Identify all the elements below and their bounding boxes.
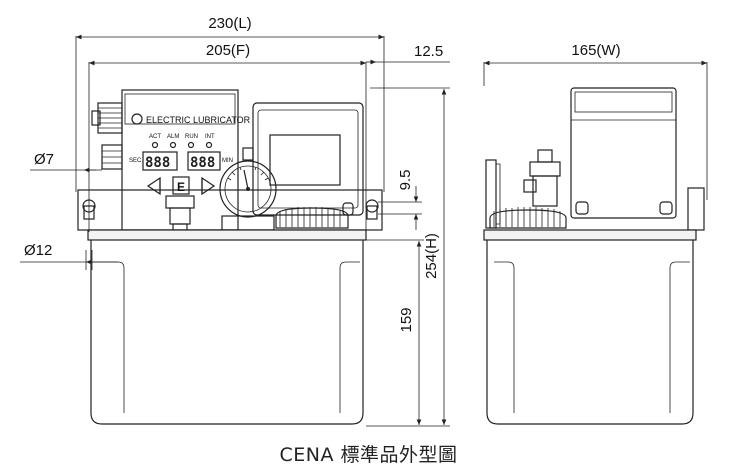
dim-spacing: 9.5 bbox=[397, 170, 414, 191]
brand-logo-icon bbox=[131, 113, 143, 125]
filler-cap bbox=[275, 202, 354, 229]
indicator-label-int: INT bbox=[205, 134, 215, 140]
unit-label-sec: SEC bbox=[129, 158, 142, 164]
drawing-caption: CENA 標準品外型圖 bbox=[279, 444, 458, 466]
front-view: ELECTRIC LUBRICATOR ACT ALM RUN INT SEC … bbox=[77, 89, 383, 425]
indicator-label-run: RUN bbox=[185, 134, 198, 140]
side-bracket bbox=[687, 187, 705, 231]
dim-tank-height: 159 bbox=[398, 307, 415, 332]
indicator-label-act: ACT bbox=[149, 134, 161, 140]
side-tank-lid bbox=[483, 229, 697, 241]
right-arrow-key-icon bbox=[201, 176, 216, 196]
indicator-led-alm bbox=[169, 141, 177, 149]
dim-hole-small: Ø7 bbox=[34, 151, 54, 168]
svg-text:E: E bbox=[177, 180, 185, 194]
dim-hole-large: Ø12 bbox=[24, 242, 52, 259]
indicator-led-act bbox=[151, 141, 159, 149]
display-sec bbox=[142, 151, 178, 171]
display-min bbox=[187, 151, 221, 171]
side-motor-housing bbox=[570, 87, 677, 219]
display-min-digits: 888 bbox=[190, 155, 215, 171]
dim-height: 254(H) bbox=[423, 233, 440, 279]
dim-width: 165(W) bbox=[571, 42, 620, 59]
dimension-lines: 230(L) 205(F) 12.5 165(W) Ø7 Ø12 9.5 bbox=[20, 15, 708, 427]
unit-label-min: MIN bbox=[222, 158, 233, 164]
panel-brand: ELECTRIC LUBRICATOR bbox=[146, 115, 251, 125]
cable-gland-top bbox=[91, 102, 123, 134]
motor-window bbox=[269, 134, 341, 186]
pressure-gauge-icon bbox=[219, 147, 277, 231]
indicator-label-alm: ALM bbox=[167, 134, 179, 140]
enter-key-icon: E bbox=[172, 176, 190, 195]
indicator-led-int bbox=[205, 141, 213, 149]
outlet-fitting bbox=[165, 195, 195, 233]
side-fitting bbox=[523, 149, 561, 207]
reservoir-tank bbox=[90, 240, 364, 425]
side-gauge bbox=[485, 159, 497, 229]
dim-front-width: 205(F) bbox=[206, 42, 250, 59]
dim-offset: 12.5 bbox=[414, 43, 443, 60]
left-arrow-key-icon bbox=[146, 176, 161, 196]
dim-length: 230(L) bbox=[208, 15, 251, 32]
tank-lid bbox=[87, 229, 367, 241]
indicator-group: ACT ALM RUN INT bbox=[149, 134, 215, 149]
keyhole-right bbox=[365, 199, 379, 220]
cable-gland-bottom bbox=[101, 144, 123, 170]
indicator-led-run bbox=[187, 141, 195, 149]
display-sec-digits: 888 bbox=[145, 155, 170, 171]
side-cap-left bbox=[489, 209, 567, 229]
side-reservoir-tank bbox=[486, 240, 694, 425]
side-view bbox=[483, 87, 705, 425]
